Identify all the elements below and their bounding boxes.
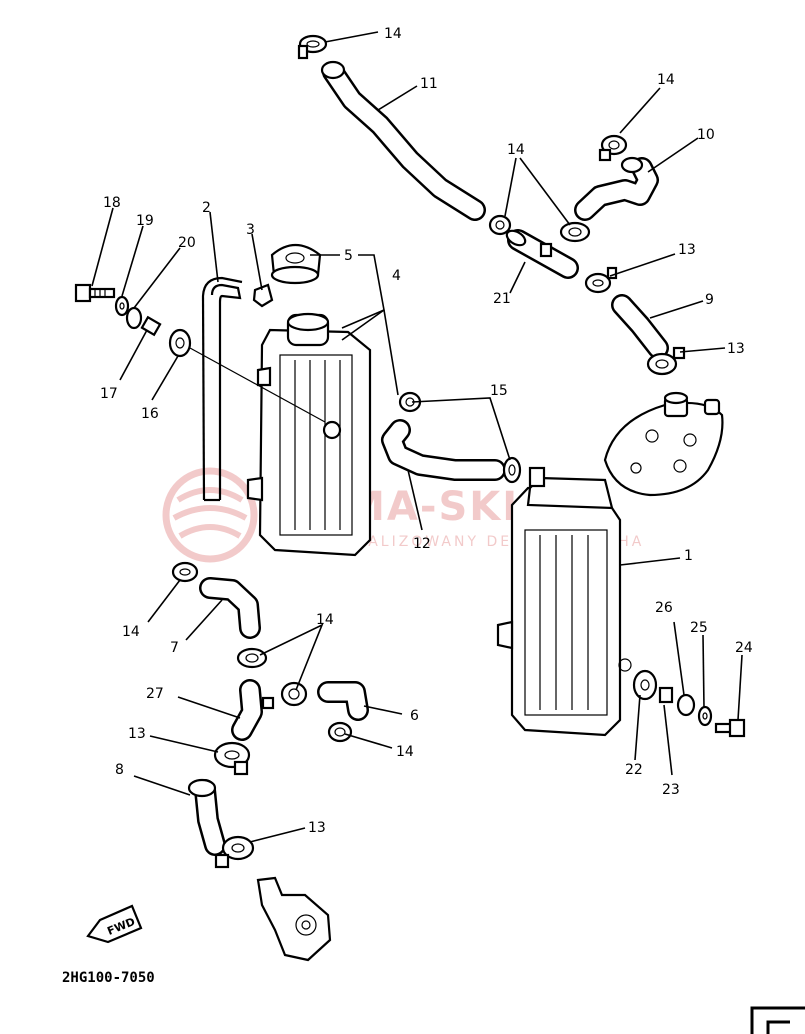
- callout-14-lower-left-clamp: 14: [122, 624, 140, 640]
- callout-18-bolt: 18: [103, 195, 121, 211]
- watermark-logo: [162, 467, 258, 563]
- callout-27-union: 27: [146, 686, 164, 702]
- part-16-grommet: [168, 328, 192, 358]
- part-15-clamp-lower: [502, 456, 522, 484]
- part-13-clamp-b: [646, 346, 686, 376]
- callout-7-lower-hose: 7: [170, 640, 179, 656]
- part-14-clamp-upper-right: [598, 134, 628, 162]
- callout-14-lower-6-clamp: 14: [396, 744, 414, 760]
- callout-14-top-clamp: 14: [384, 26, 402, 42]
- callout-15-clamps: 15: [490, 383, 508, 399]
- part-4-radiator-left: [246, 312, 372, 557]
- part-26-washer: [676, 693, 696, 717]
- callout-8-pipe: 8: [115, 762, 124, 778]
- callout-25-washer: 25: [690, 620, 708, 636]
- water-pump-housing: [256, 876, 332, 962]
- part-22-grommet: [632, 669, 658, 701]
- callout-17-collar: 17: [100, 386, 118, 402]
- callout-21-pipe: 21: [493, 291, 511, 307]
- corner-frame-fragment: [750, 1006, 805, 1034]
- part-6-elbow-hose: [317, 681, 369, 721]
- part-13-clamp-d: [214, 835, 255, 869]
- callout-26-washer: 26: [655, 600, 673, 616]
- part-14-clamp-top: [297, 34, 328, 60]
- callout-20-washer: 20: [178, 235, 196, 251]
- part-5-radiator-cap: [270, 243, 322, 285]
- part-8-pipe: [187, 778, 226, 856]
- part-14-clamp-lower-mid: [236, 647, 268, 669]
- callout-6-elbow-hose: 6: [410, 708, 419, 724]
- callout-14-upper-right-clamp: 14: [657, 72, 675, 88]
- callout-10-elbow-hose: 10: [697, 127, 715, 143]
- part-18-bolt: [74, 283, 116, 303]
- part-10-elbow-hose: [574, 156, 659, 221]
- callout-13-clamp-a: 13: [678, 242, 696, 258]
- callout-14-mid-clamps: 14: [507, 142, 525, 158]
- part-14-clamp-mid-left: [488, 214, 512, 236]
- callout-19-washer: 19: [136, 213, 154, 229]
- part-14-clamp-mid-right: [559, 221, 591, 243]
- part-19-washer: [114, 295, 130, 317]
- part-7-lower-hose: [199, 577, 261, 639]
- part-13-clamp-a: [584, 266, 618, 294]
- callout-4-left-radiator: 4: [392, 268, 401, 284]
- callout-24-bolt: 24: [735, 640, 753, 656]
- part-14-clamp-lower-right: [280, 681, 308, 707]
- callout-13-clamp-b: 13: [727, 341, 745, 357]
- callout-labels: 14 11 14 10 14 18 19 20 2 3 5 4 13 21 9 …: [100, 26, 753, 836]
- part-21-joint-pipe: [505, 229, 579, 279]
- callout-2-overflow-hose: 2: [202, 200, 211, 216]
- callout-5-cap: 5: [344, 248, 353, 264]
- fwd-arrow: FWD: [86, 904, 143, 944]
- callout-13-clamp-d: 13: [308, 820, 326, 836]
- callout-14-lower-mid-clamps: 14: [316, 612, 334, 628]
- part-2-overflow-hose: [201, 276, 243, 502]
- leader-lines: [91, 31, 743, 843]
- callout-22-grommet: 22: [625, 762, 643, 778]
- part-24-bolt: [714, 718, 746, 738]
- callout-13-clamp-c: 13: [128, 726, 146, 742]
- part-14-clamp-lower-6: [327, 721, 353, 743]
- part-27-union-joint: [231, 679, 275, 741]
- part-1-radiator-right: [496, 466, 632, 737]
- callout-12-hose: 12: [413, 536, 431, 552]
- part-17-collar: [140, 315, 162, 337]
- callout-3-clip: 3: [246, 222, 255, 238]
- part-20-washer: [125, 306, 143, 330]
- part-25-washer: [697, 705, 713, 727]
- callout-9-short-hose: 9: [705, 292, 714, 308]
- part-12-connecting-hose: [381, 419, 506, 481]
- part-15-clamp-upper: [398, 391, 422, 413]
- assembly-line-16: [189, 347, 326, 423]
- part-9-short-hose: [611, 294, 669, 359]
- callout-1-right-radiator: 1: [684, 548, 693, 564]
- part-13-clamp-c: [213, 741, 251, 776]
- drawing-code: 2HG100-7050: [62, 970, 155, 986]
- part-23-collar: [658, 686, 674, 704]
- part-11-hose-upper: [320, 60, 486, 221]
- callout-23-collar: 23: [662, 782, 680, 798]
- callout-16-grommet: 16: [141, 406, 159, 422]
- part-3-hose-clip: [252, 283, 274, 308]
- cylinder-head: [603, 391, 724, 497]
- callout-11-upper-hose: 11: [420, 76, 438, 92]
- part-14-clamp-lower-left: [171, 561, 199, 583]
